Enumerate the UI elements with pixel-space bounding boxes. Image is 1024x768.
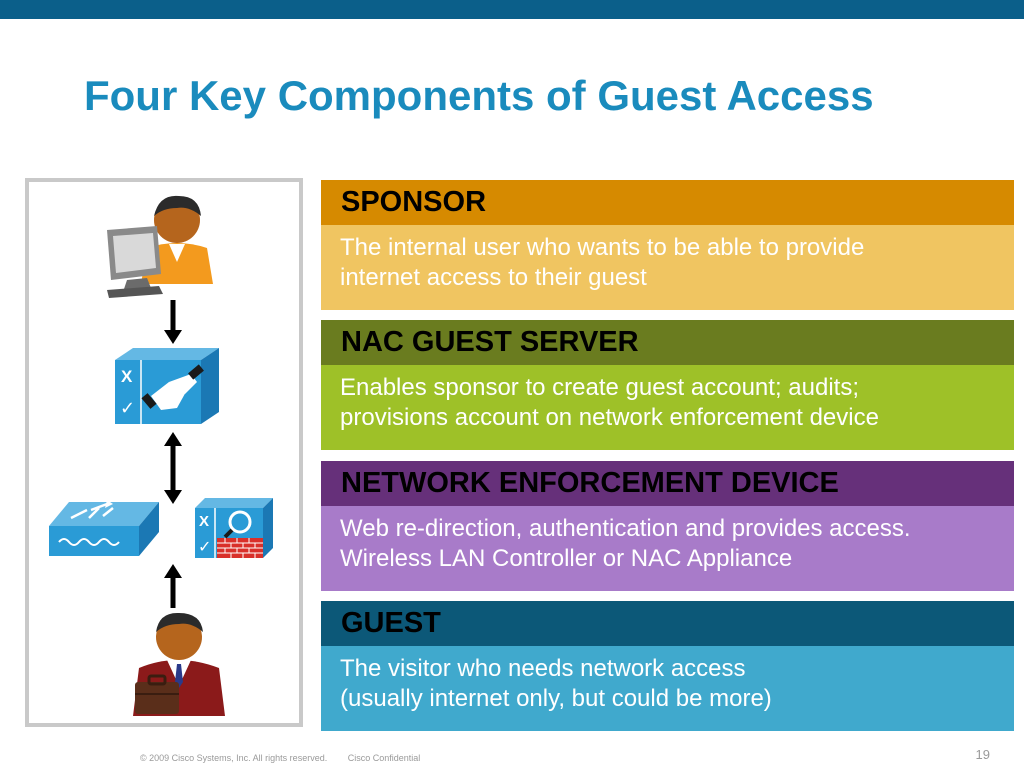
page-title: Four Key Components of Guest Access [84, 72, 874, 119]
component-heading: GUEST [321, 601, 1014, 646]
component-network-enforcement-device: NETWORK ENFORCEMENT DEVICE Web re-direct… [321, 461, 1014, 591]
component-heading: SPONSOR [321, 180, 1014, 225]
top-bar [0, 0, 1024, 19]
appliance-check-glyph: ✓ [198, 537, 211, 556]
nac-appliance-icon: X ✓ [195, 498, 273, 558]
arrow-server-to-enforcement [164, 432, 182, 504]
description-line: Wireless LAN Controller or NAC Appliance [340, 545, 793, 572]
sponsor-person-computer-icon [107, 195, 213, 298]
component-nac-guest-server: NAC GUEST SERVER Enables sponsor to crea… [321, 320, 1014, 450]
appliance-x-glyph: X [199, 513, 209, 530]
arrow-guest-to-enforcement [164, 564, 182, 608]
guest-access-diagram: X ✓ X ✓ [25, 178, 303, 727]
component-heading: NAC GUEST SERVER [321, 320, 1014, 365]
wireless-lan-controller-icon [49, 500, 159, 556]
description-line: (usually internet only, but could be mor… [340, 685, 772, 712]
description-line: provisions account on network enforcemen… [340, 404, 879, 431]
component-description: Enables sponsor to create guest account;… [321, 365, 1014, 450]
description-line: The internal user who wants to be able t… [340, 234, 865, 261]
component-sponsor: SPONSOR The internal user who wants to b… [321, 180, 1014, 310]
copyright-text: © 2009 Cisco Systems, Inc. All rights re… [140, 753, 328, 763]
description-line: Enables sponsor to create guest account;… [340, 374, 859, 401]
arrow-sponsor-to-server [164, 300, 182, 344]
component-description: The visitor who needs network access (us… [321, 646, 1014, 731]
component-description: Web re-direction, authentication and pro… [321, 506, 1014, 591]
component-guest: GUEST The visitor who needs network acce… [321, 601, 1014, 731]
footer: © 2009 Cisco Systems, Inc. All rights re… [140, 753, 438, 763]
description-line: internet access to their guest [340, 264, 647, 291]
server-x-glyph: X [121, 367, 133, 386]
server-check-glyph: ✓ [120, 398, 135, 419]
guest-businessman-icon [133, 612, 225, 716]
confidential-text: Cisco Confidential [347, 753, 421, 763]
page-number: 19 [975, 747, 990, 762]
nac-guest-server-icon: X ✓ [115, 348, 219, 424]
description-line: The visitor who needs network access [340, 655, 746, 682]
component-heading: NETWORK ENFORCEMENT DEVICE [321, 461, 1014, 506]
description-line: Web re-direction, authentication and pro… [340, 515, 911, 542]
component-description: The internal user who wants to be able t… [321, 225, 1014, 310]
